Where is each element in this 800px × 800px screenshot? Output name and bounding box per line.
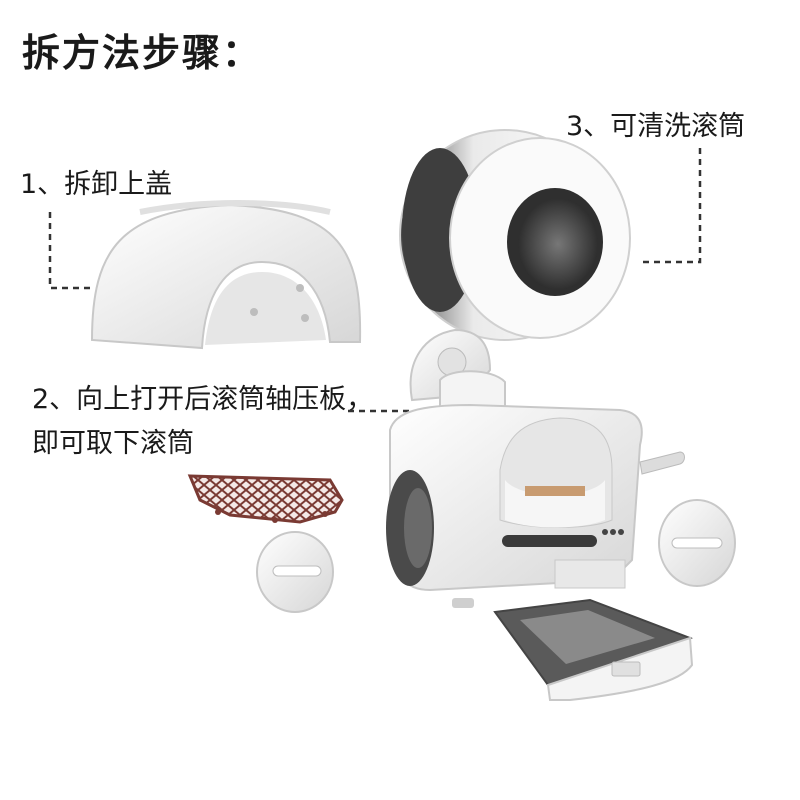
left-side-cap-illustration — [256, 531, 334, 613]
litter-box-base-illustration — [386, 403, 685, 608]
right-side-cap-illustration — [658, 499, 736, 587]
drum-illustration — [399, 129, 631, 341]
waste-drawer-illustration — [493, 598, 694, 701]
leader-line-step3 — [640, 148, 702, 264]
step-2-label-line2: 即可取下滚筒 — [32, 428, 194, 459]
page-title: 拆方法步骤： — [22, 31, 263, 75]
leader-line-step1 — [48, 212, 92, 290]
top-cover-illustration — [90, 200, 362, 350]
step-1-label: 1、拆卸上盖 — [20, 169, 173, 200]
mesh-filter-illustration — [187, 474, 344, 524]
step-2-label-line1: 2、向上打开后滚筒轴压板， — [32, 384, 374, 415]
step-3-label: 3、可清洗滚筒 — [566, 111, 746, 142]
